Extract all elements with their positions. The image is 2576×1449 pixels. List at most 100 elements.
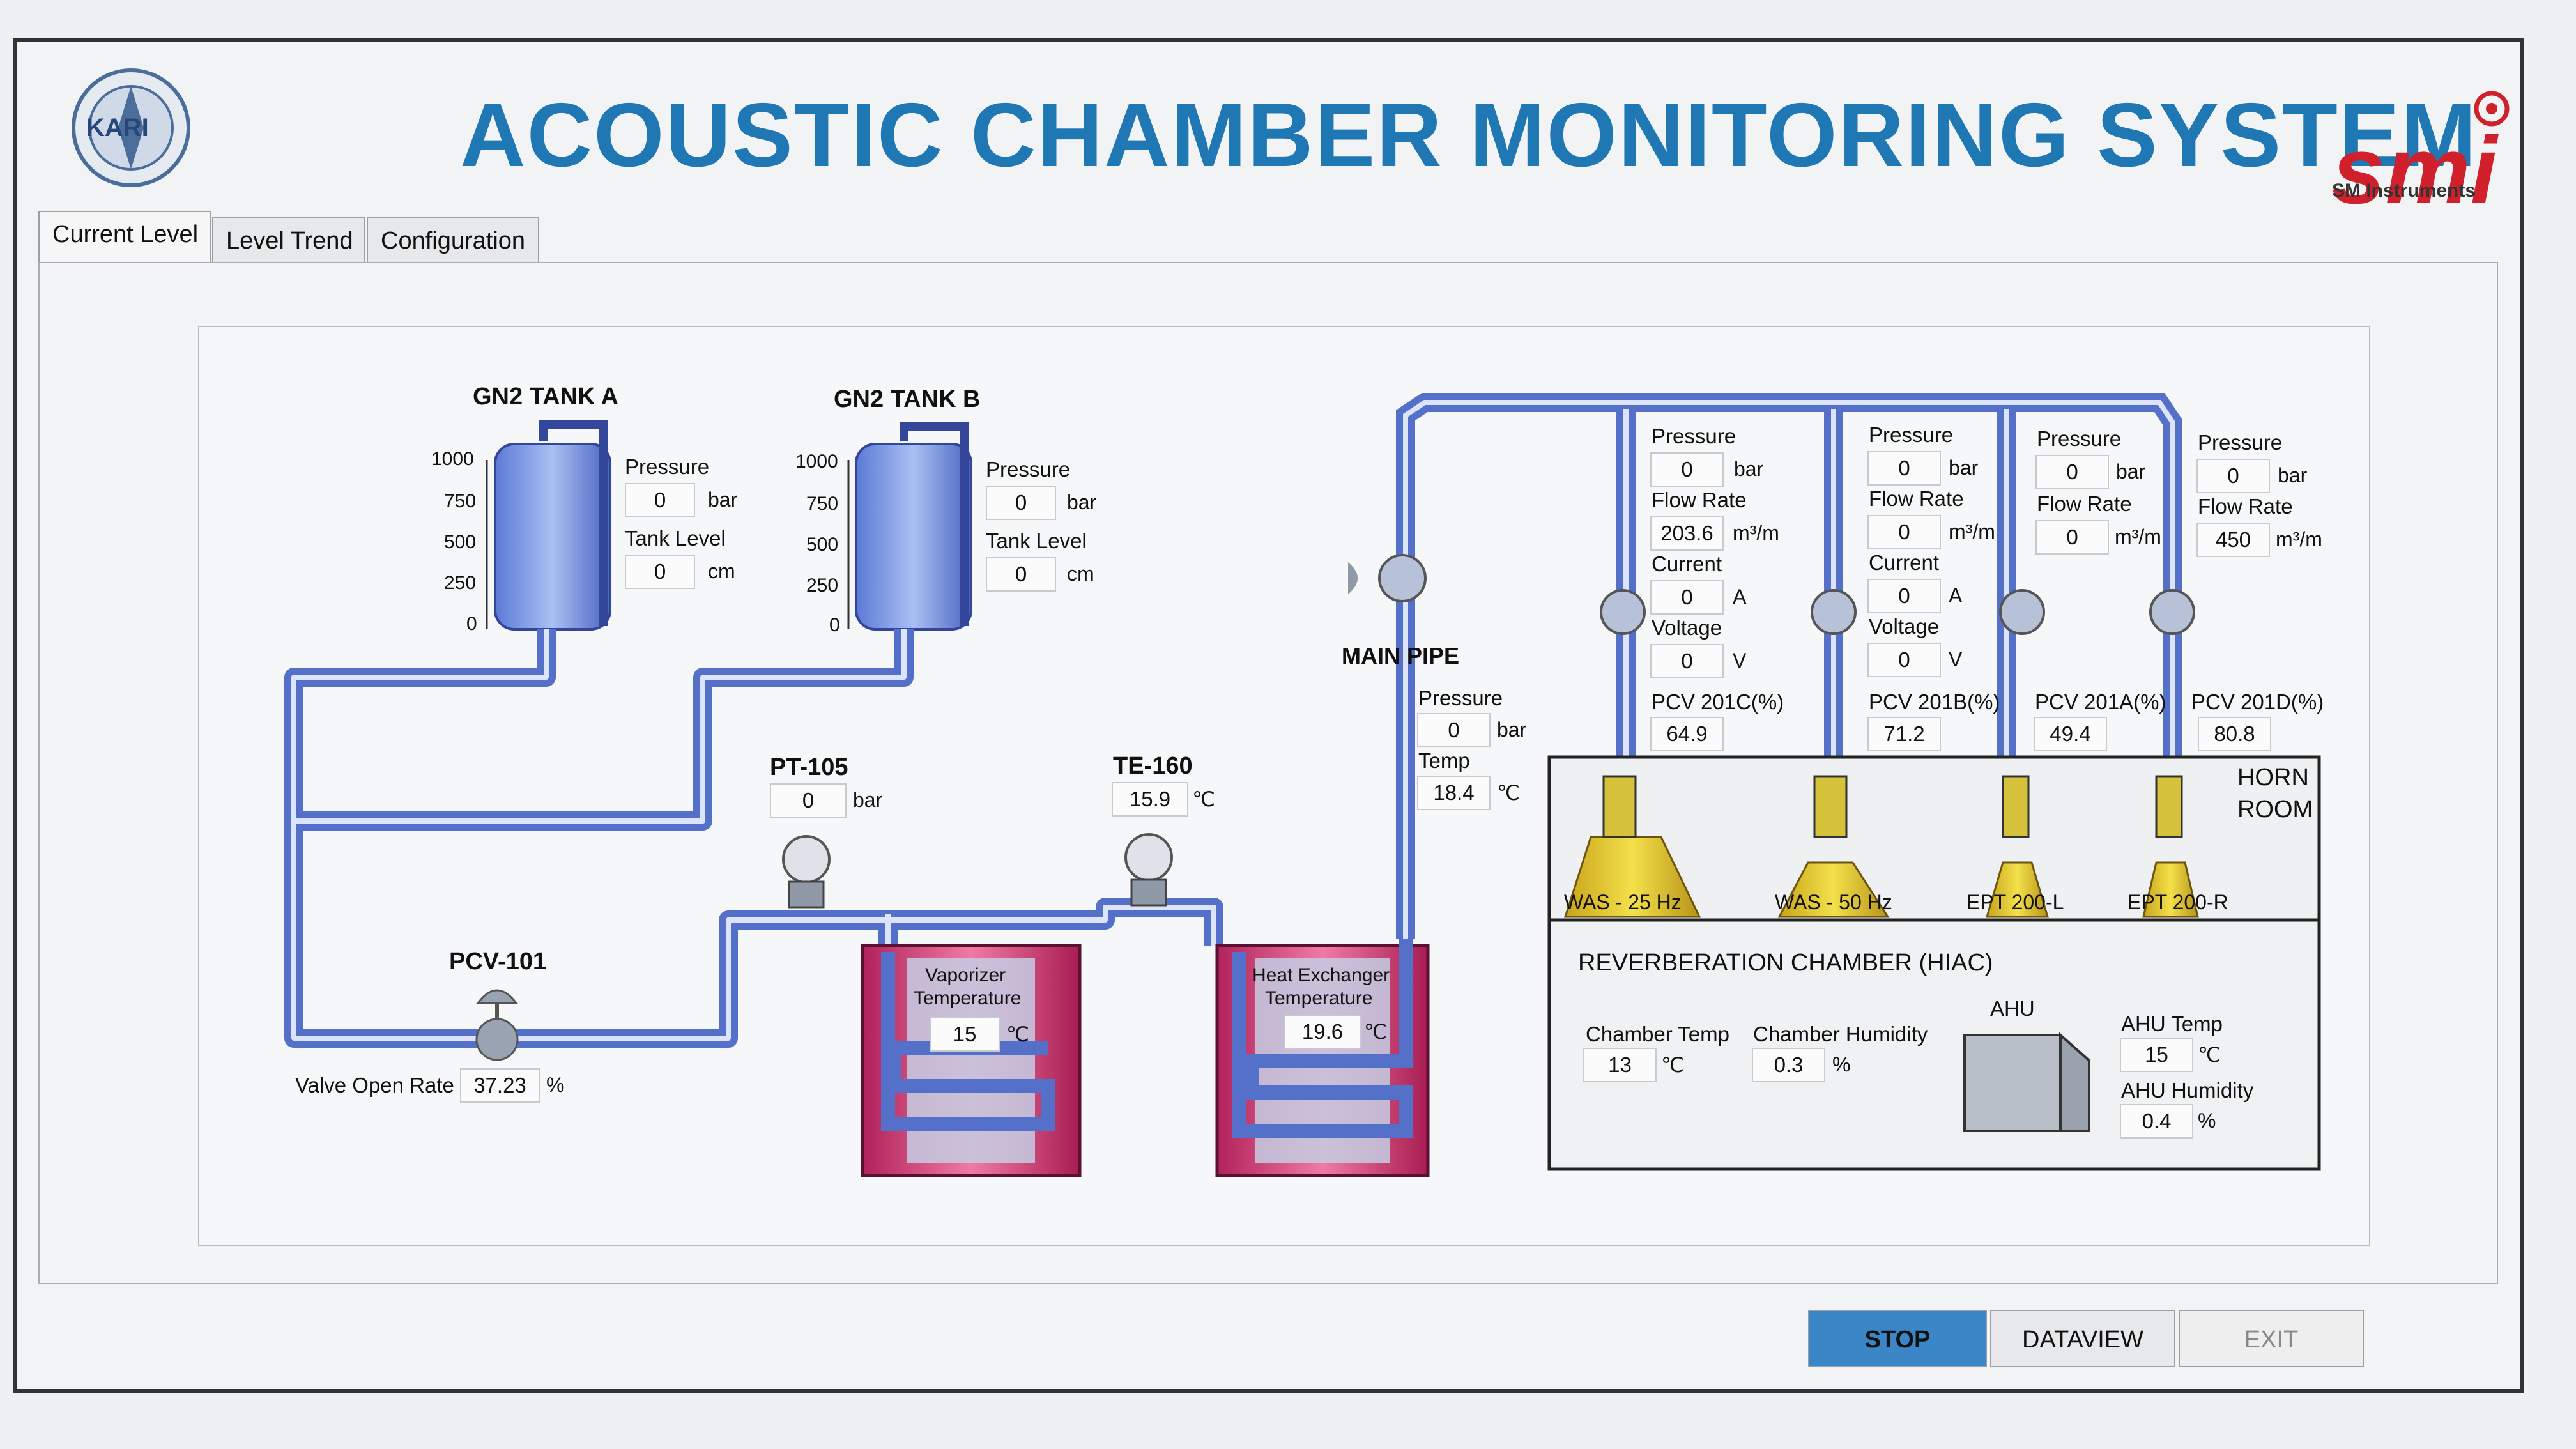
- branch-c-pressure-unit: bar: [1734, 457, 1764, 480]
- main-pipe-pressure-value: 0: [1417, 713, 1491, 747]
- tank-b-scale-500: 500: [806, 534, 839, 555]
- te-160-value: 15.9: [1112, 782, 1188, 816]
- branch-a-pressure-label: Pressure: [2037, 427, 2122, 450]
- horn-room-label-2: ROOM: [2237, 796, 2313, 823]
- tank-b-level-label: Tank Level: [986, 529, 1087, 553]
- horn-speakers: [1563, 775, 2199, 918]
- ahu-temp-unit: ℃: [2198, 1043, 2221, 1066]
- brand-name: smi: [2332, 116, 2497, 224]
- tank-a-scale-500: 500: [444, 532, 477, 553]
- branch-valves: [1600, 589, 2195, 635]
- heat-exchanger-unit: [1215, 939, 1430, 1177]
- ahu-temp-value: 15: [2120, 1038, 2193, 1072]
- branch-b-flow-value: 0: [1867, 515, 1941, 549]
- chamber-humidity-label: Chamber Humidity: [1753, 1022, 1928, 1046]
- tank-a-scale-1000: 1000: [431, 448, 474, 470]
- branch-a-pressure-unit: bar: [2116, 460, 2146, 483]
- kari-logo: [70, 67, 192, 188]
- main-pipe-title: MAIN PIPE: [1342, 643, 1460, 669]
- ahu-humidity-label: AHU Humidity: [2121, 1078, 2254, 1102]
- branch-b-current-label: Current: [1869, 551, 1940, 574]
- tank-b-scale-0: 0: [829, 615, 840, 636]
- tab-level-trend[interactable]: Level Trend: [212, 217, 365, 263]
- branch-b-voltage-label: Voltage: [1869, 615, 1940, 638]
- branch-c-pressure-label: Pressure: [1652, 424, 1736, 448]
- branch-b-pressure-label: Pressure: [1869, 423, 1954, 447]
- pt-105-sensor: [782, 835, 831, 908]
- pt-105-value: 0: [770, 783, 847, 818]
- branch-c-voltage-unit: V: [1733, 649, 1747, 672]
- main-pipe-temp-value: 18.4: [1417, 776, 1491, 810]
- branch-c-flow-label: Flow Rate: [1652, 488, 1747, 512]
- branch-b-voltage-value: 0: [1867, 643, 1941, 677]
- tab-configuration[interactable]: Configuration: [367, 217, 539, 263]
- tab-current-level[interactable]: Current Level: [38, 211, 211, 264]
- branch-b-current-value: 0: [1867, 579, 1941, 613]
- branch-d-pressure-value: 0: [2196, 459, 2270, 493]
- branch-d-pressure-label: Pressure: [2198, 431, 2283, 454]
- branch-b-flow-unit: m³/m: [1949, 520, 1995, 543]
- tank-a-pressure-label: Pressure: [625, 455, 710, 479]
- dataview-button[interactable]: DATAVIEW: [1990, 1310, 2175, 1367]
- main-pipe-temp-unit: ℃: [1497, 781, 1520, 804]
- chamber-temp-label: Chamber Temp: [1586, 1022, 1729, 1046]
- pcv-101-valve: [475, 989, 519, 1061]
- chamber-humidity-unit: %: [1832, 1053, 1851, 1076]
- main-pipe-valve: [1348, 554, 1427, 602]
- branch-c-flow-value: 203.6: [1650, 516, 1724, 551]
- branch-b-pcv-label: PCV 201B(%): [1869, 690, 2000, 714]
- heat-exchanger-temp-value: 19.6: [1284, 1015, 1361, 1049]
- pcv-101-rate-value: 37.23: [460, 1068, 540, 1103]
- tank-b-level-value: 0: [986, 557, 1056, 592]
- main-pipe-temp-label: Temp: [1418, 749, 1470, 772]
- branch-b-pressure-value: 0: [1867, 451, 1941, 486]
- branch-d-flow-value: 450: [2196, 523, 2270, 557]
- te-160-sensor: [1124, 833, 1173, 907]
- tank-b-level-unit: cm: [1067, 562, 1094, 585]
- chamber-humidity-value: 0.3: [1752, 1048, 1825, 1082]
- stop-button[interactable]: STOP: [1808, 1310, 1987, 1367]
- branch-a-pressure-value: 0: [2035, 455, 2109, 489]
- branch-a-flow-value: 0: [2035, 520, 2109, 555]
- tank-a-title: GN2 TANK A: [473, 383, 618, 410]
- branch-d-flow-label: Flow Rate: [2198, 494, 2293, 518]
- pt-105-unit: bar: [853, 788, 883, 811]
- branch-c-current-unit: A: [1733, 585, 1747, 608]
- branch-c-pressure-value: 0: [1650, 452, 1724, 487]
- vaporizer-label-2: Temperature: [914, 988, 1022, 1009]
- tank-a-level-unit: cm: [708, 560, 735, 583]
- exit-button[interactable]: EXIT: [2179, 1310, 2364, 1367]
- tank-b-title: GN2 TANK B: [834, 386, 981, 413]
- pcv-101-title: PCV-101: [449, 948, 547, 975]
- ahu-temp-label: AHU Temp: [2121, 1012, 2223, 1036]
- ahu-humidity-unit: %: [2198, 1109, 2216, 1132]
- tank-b-pressure-value: 0: [986, 486, 1056, 520]
- pcv-101-rate-unit: %: [546, 1073, 565, 1096]
- horn-room-label-1: HORN: [2237, 764, 2309, 791]
- ahu-unit: [1963, 1032, 2090, 1132]
- heat-exchanger-label-1: Heat Exchanger: [1252, 965, 1390, 986]
- tank-a-level-label: Tank Level: [625, 526, 726, 550]
- brand-subtitle: SM Instruments: [2332, 180, 2476, 201]
- branch-d-pressure-unit: bar: [2278, 464, 2308, 487]
- reverb-title: REVERBERATION CHAMBER (HIAC): [1578, 949, 1993, 976]
- tank-b-scale-1000: 1000: [795, 451, 838, 472]
- smi-logo: [2313, 89, 2524, 198]
- kari-logo-text: KARI: [86, 114, 149, 142]
- branch-c-flow-unit: m³/m: [1733, 521, 1779, 544]
- tank-a-graphic: [486, 420, 611, 631]
- branch-a-pcv-label: PCV 201A(%): [2035, 690, 2166, 714]
- vaporizer-temp-value: 15: [930, 1017, 1000, 1052]
- pcv-101-rate-label: Valve Open Rate: [295, 1073, 454, 1097]
- branch-d-flow-unit: m³/m: [2276, 528, 2322, 551]
- pt-105-title: PT-105: [770, 754, 848, 781]
- branch-a-pcv-value: 49.4: [2034, 717, 2107, 751]
- tank-a-scale-750: 750: [444, 491, 477, 512]
- page-title: ACOUSTIC CHAMBER MONITORING SYSTEM: [460, 84, 2478, 186]
- horn-ept-200r-label: EPT 200-R: [2128, 891, 2228, 914]
- branch-c-voltage-label: Voltage: [1652, 616, 1722, 640]
- branch-b-flow-label: Flow Rate: [1869, 487, 1964, 510]
- branch-b-pressure-unit: bar: [1949, 456, 1979, 479]
